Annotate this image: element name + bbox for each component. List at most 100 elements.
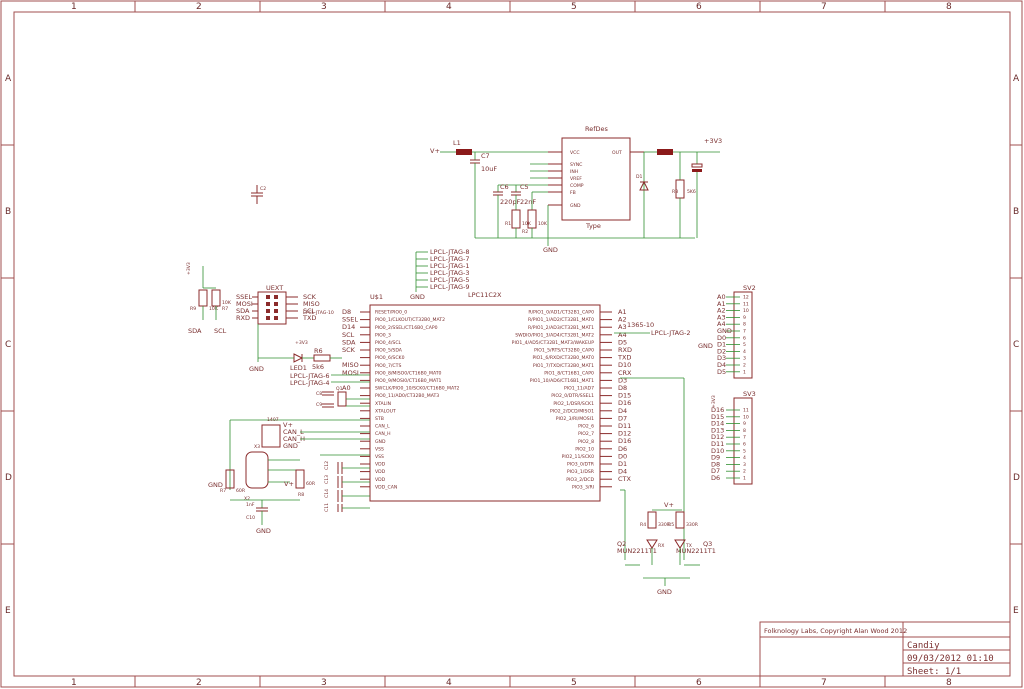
c7-value: 10uF [481, 165, 497, 173]
c5-label: C5 [520, 183, 529, 191]
r9-label: R9 [190, 306, 196, 312]
uext-left: SDA [236, 307, 250, 315]
row-label: A [5, 74, 12, 84]
uext-right: SCL [303, 307, 316, 315]
col-label: 4 [446, 678, 452, 688]
r5-value: 330R [686, 522, 699, 528]
mcu-pin-label: PIO0_7/CTS [375, 363, 401, 369]
drawing-title: Candiy [907, 641, 940, 651]
row-label: B [1013, 207, 1019, 217]
mcu-pin-label: CAN_H [375, 431, 391, 437]
mcu-left-net: SCK [342, 346, 356, 354]
d1-diode [639, 180, 649, 191]
mcu-pin-label: XTALIN [375, 401, 391, 407]
col-label: 5 [571, 678, 577, 688]
rx-label: RX [658, 543, 664, 549]
mcu-right-net: A4 [618, 331, 627, 339]
crystal-q1 [337, 391, 347, 407]
sv3-body [733, 397, 753, 485]
sv3-pin-num: 2 [743, 469, 746, 475]
rail-3v3-label: +3V3 [704, 137, 722, 145]
q3-part: MUN2211T1 [676, 547, 716, 555]
mcu-pin-label: PIO0_2/SSEL/CT16B0_CAP0 [375, 325, 438, 331]
c2-label: C2 [260, 186, 266, 192]
mcu-pin-label: PIO1_5/RTS/CT32B0_CAP0 [534, 348, 594, 354]
mcu-right-net: D1 [618, 460, 627, 468]
r1-resistor [511, 209, 521, 229]
sv2-pin-num: 4 [743, 349, 746, 355]
can-pin: CAN_L [283, 428, 304, 436]
x3-connector [261, 424, 281, 448]
col-label: 6 [696, 678, 702, 688]
mcu-right-net: D0 [618, 452, 627, 460]
col-label: 6 [696, 2, 702, 12]
jtag-net: LPCL-JTAG-3 [430, 269, 470, 277]
mcu-right-net: A1 [618, 308, 627, 316]
uext-ref: UEXT [266, 284, 283, 292]
c6-value: 220pF [500, 198, 521, 206]
led1-rail: +3V3 [295, 340, 308, 346]
led1-ref: LED1 [290, 364, 307, 372]
mcu-pin-label: XTALOUT [375, 408, 396, 414]
can-interface: 1407 X3 V+ CAN_L CAN_H GND X2 V+ R7 60R … [208, 417, 370, 535]
column-labels-top: 1 2 3 4 5 6 7 8 [71, 2, 952, 12]
jtag-net: LPCL-JTAG-5 [430, 276, 470, 284]
r7-pu-value: 10K [222, 300, 232, 306]
mcu-pin-label: PIO3_2/DCD [566, 477, 594, 483]
tx-led [674, 539, 686, 549]
reg-pin: SYNC [570, 162, 582, 168]
mcu-pin-label: VDD_CAN [375, 484, 397, 490]
mcu-right-net: D4 [618, 407, 627, 415]
jtag2-label: 1365-10 [627, 321, 654, 329]
sv3-pin-num: 3 [743, 462, 746, 468]
uext-pin [266, 295, 270, 299]
sv2-pin-num: 10 [743, 308, 749, 314]
mcu-pin-label: PIO0_1/CLKOUT/CT32B0_MAT2 [375, 317, 445, 323]
sv3-pin-num: 8 [743, 428, 746, 434]
uext-right: MISO [303, 300, 320, 308]
can-vplus: V+ [284, 480, 294, 488]
mcu-pin-label: PIO0_6/SCK0 [375, 355, 405, 361]
jtag-net: LPCL-JTAG-9 [430, 283, 470, 291]
can-header: 1407 [267, 417, 279, 423]
mcu-pin-label: PIO0_11/AD0/CT32B0_MAT3 [375, 393, 439, 399]
mcu-right-net: CRX [618, 369, 632, 377]
mcu-pin-label: PIO1_7/TXD/CT32B0_MAT1 [533, 363, 594, 369]
r2-value: 10K [538, 221, 548, 227]
decoupling-label: C13 [324, 475, 330, 484]
col-label: 3 [321, 678, 327, 688]
r1-value: 10K [522, 221, 532, 227]
mcu-right-net: A2 [618, 316, 627, 324]
can-pin: V+ [283, 421, 293, 429]
col-label: 4 [446, 2, 452, 12]
sv3-net: D12 [711, 433, 724, 441]
mcu-left-net: SCL [342, 331, 355, 339]
leds-gnd-label: GND [657, 588, 672, 596]
r8-label: R8 [298, 492, 304, 498]
mcu-part: LPC11C2X [468, 291, 502, 299]
uext-left: RXD [236, 314, 250, 322]
mcu-pin-label: STB [375, 416, 384, 422]
mcu-right-net: D12 [618, 430, 631, 438]
mcu-left-pins: RESET/PIO0_0D8PIO0_1/CLKOUT/CT32B0_MAT2S… [342, 308, 460, 490]
mcu-pin-label: CAN_L [375, 424, 390, 430]
col-label: 7 [821, 678, 827, 688]
sv2-pin-num: 1 [743, 369, 746, 375]
sv3-pin-num: 7 [743, 435, 746, 441]
sv3-pin-num: 6 [743, 442, 746, 448]
mcu-pin-label: PIO1_4/AD5/CT32B1_MAT3/WAKEUP [512, 340, 595, 346]
reg-pin: GND [570, 203, 581, 209]
mcu-pin-label: PIO0_8/MISO0/CT16B0_MAT0 [375, 370, 442, 376]
pullup-rail: +3V3 [186, 262, 192, 275]
sheet-number: Sheet: 1/1 [907, 667, 961, 677]
uext-pin [266, 316, 270, 320]
col-label: 8 [946, 678, 952, 688]
decoupling-label: C14 [324, 489, 330, 498]
uext-pin [274, 302, 278, 306]
mcu-pin-label: PIO2_6 [578, 424, 594, 430]
mcu-pin-label: PIO1_8/CT16B1_CAP0 [544, 370, 594, 376]
mcu-right-net: D16 [618, 437, 631, 445]
r7-can-value: 60R [236, 488, 246, 494]
mcu-pin-label: PIO2_1/DSR/SCK1 [553, 401, 594, 407]
